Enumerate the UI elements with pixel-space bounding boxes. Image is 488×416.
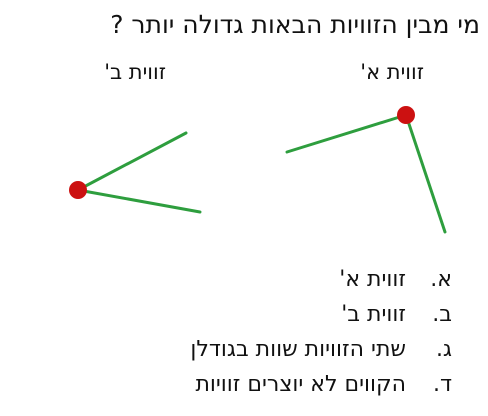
angle-a-ray-down bbox=[404, 113, 447, 234]
answer-options: א. זווית א' ב. זווית ב' ג. שתי הזוויות ש… bbox=[22, 262, 452, 402]
option-letter: ב. bbox=[432, 302, 452, 327]
option-text: זווית ב' bbox=[341, 302, 406, 327]
option-text: הקווים לא יוצרים זוויות bbox=[195, 372, 406, 397]
angle-a-vertex bbox=[397, 106, 415, 124]
option-letter: ד. bbox=[432, 372, 452, 397]
question-text: מי מבין הזוויות הבאות גדולה יותר ? bbox=[110, 10, 480, 39]
option-letter: א. bbox=[430, 267, 452, 292]
angle-a-ray-left bbox=[285, 113, 408, 154]
angle-b-vertex bbox=[69, 181, 87, 199]
option-text: שתי הזוויות שוות בגודלן bbox=[190, 337, 406, 362]
angle-b bbox=[69, 131, 202, 214]
angle-a bbox=[285, 106, 447, 234]
answer-option-c[interactable]: ג. שתי הזוויות שוות בגודלן bbox=[22, 332, 452, 367]
option-letter: ג. bbox=[435, 337, 452, 362]
angle-b-ray-up bbox=[76, 131, 188, 192]
angle-b-ray-down bbox=[76, 188, 202, 214]
option-text: זווית א' bbox=[339, 267, 406, 292]
angle-b-label: זווית ב' bbox=[104, 60, 166, 84]
answer-option-d[interactable]: ד. הקווים לא יוצרים זוויות bbox=[22, 367, 452, 402]
answer-option-a[interactable]: א. זווית א' bbox=[22, 262, 452, 297]
answer-option-b[interactable]: ב. זווית ב' bbox=[22, 297, 452, 332]
angle-a-label: זווית א' bbox=[360, 60, 424, 84]
